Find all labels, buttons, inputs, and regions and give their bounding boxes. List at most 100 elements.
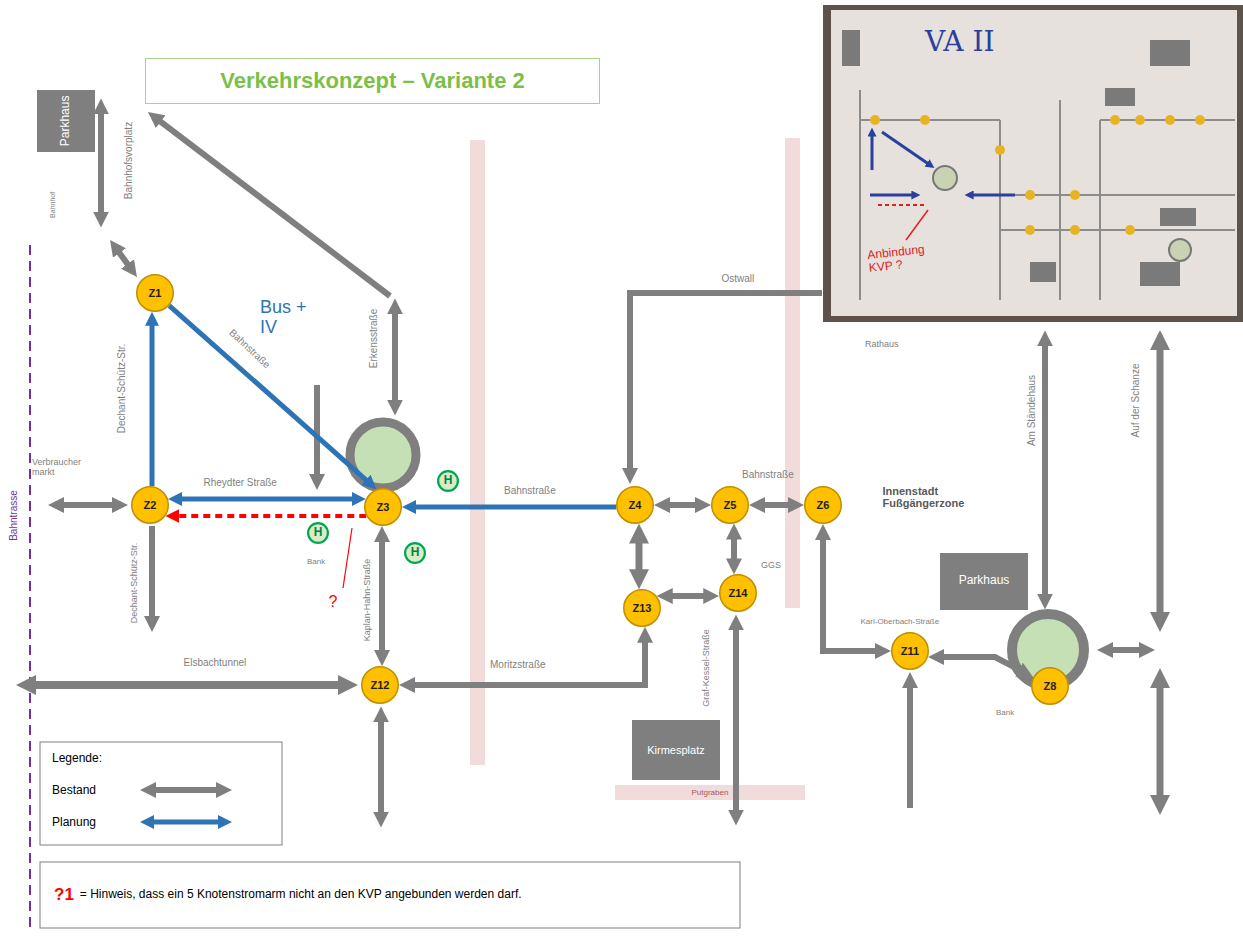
junction-circle: Z1 — [136, 274, 174, 312]
road-connector — [409, 636, 645, 685]
node-label: Parkhaus — [959, 574, 1010, 588]
road-arrow — [116, 248, 132, 269]
node-text-wrap: Parkhaus — [37, 90, 95, 152]
node-text-wrap: Z5 — [711, 486, 749, 524]
sketch-road — [1000, 194, 1235, 196]
legend-sample-line — [148, 820, 223, 825]
junction-circle: Z11 — [891, 632, 929, 670]
road-arrow — [98, 108, 104, 218]
bus-stop-circle: H — [307, 522, 329, 544]
street-label: Bahnstraße — [742, 469, 794, 480]
sketch-node-dot — [1125, 225, 1135, 235]
node-text-wrap: H — [437, 470, 459, 492]
junction-circle: Z14 — [719, 574, 757, 612]
sketch-building — [1105, 88, 1135, 106]
road-arrow — [28, 681, 346, 689]
road-arrow — [733, 624, 739, 816]
callout-mark: ? — [329, 593, 338, 611]
node-label: H — [314, 526, 323, 540]
sketch-arrow — [882, 132, 930, 165]
junction-circle-outline — [137, 275, 173, 311]
road-connector — [759, 502, 795, 508]
place-label: Rathaus — [865, 340, 899, 350]
sketch-roundabout — [933, 166, 957, 190]
sketch-node-dot — [995, 145, 1005, 155]
node-text-wrap: H — [404, 542, 426, 564]
road-connector — [938, 657, 1025, 673]
sketch-node-dot — [1135, 115, 1145, 125]
junction-circle-outline — [720, 575, 756, 611]
road-connector — [666, 593, 709, 599]
node-text-wrap: Z4 — [616, 486, 654, 524]
junction-circle-outline — [362, 667, 398, 703]
sketch-node-dot — [1110, 115, 1120, 125]
sketch-building — [1160, 208, 1196, 226]
connector-layer — [152, 306, 1025, 685]
node-label: Z6 — [817, 499, 830, 512]
planned-connector — [174, 514, 366, 518]
street-label: Am Ständehaus — [1026, 374, 1037, 445]
node-label: Z11 — [901, 645, 919, 658]
sketch-node-dot — [1025, 225, 1035, 235]
node-label: H — [411, 546, 420, 560]
sketch-road — [860, 90, 1235, 300]
place-label: Verbrauchermarkt — [32, 458, 88, 478]
bus-stop-circle-outline — [308, 523, 328, 543]
road-arrow — [630, 293, 822, 474]
pedestrian-band — [785, 138, 800, 608]
sketch-road — [1059, 100, 1061, 300]
place-label: Bahnhof — [49, 192, 57, 218]
street-label: Ostwall — [722, 273, 755, 284]
road-connector — [379, 536, 385, 657]
street-label: Karl-Oberbach-Straße — [861, 618, 940, 627]
street-label: Kaplan-Hahn-Straße — [363, 559, 373, 642]
node-label: H — [444, 474, 453, 488]
street-label: Graf-Kessel-Straße — [702, 629, 712, 707]
road-connector — [636, 536, 643, 578]
road-connector — [823, 534, 881, 651]
sketch-road — [1000, 229, 1235, 231]
node-label: Z3 — [377, 501, 390, 514]
street-label: Dechant-Schütz-Str. — [130, 543, 140, 624]
sketch-arrow — [878, 204, 925, 206]
title-box: Verkehrskonzept – Variante 2 — [145, 58, 600, 104]
node-text-wrap: Z1 — [136, 274, 174, 312]
roundabout — [350, 422, 416, 488]
sketch-roundabout — [1169, 239, 1191, 261]
junction-circle-outline — [892, 633, 928, 669]
node-text-wrap: Z6 — [804, 486, 842, 524]
bus-stop-circle-outline — [438, 471, 458, 491]
junction-circle-outline — [1032, 668, 1068, 704]
callout-number: ?1 — [54, 885, 74, 905]
junction-circle: Z12 — [361, 666, 399, 704]
sketch-building — [1150, 40, 1190, 66]
parking-garage-box: Parkhaus — [940, 553, 1028, 610]
pedestrian-band — [470, 140, 485, 765]
place-label: GGS — [761, 561, 781, 571]
bus-stop-circle: H — [437, 470, 459, 492]
pedestrian-band — [615, 785, 805, 800]
parking-garage-box: Parkhaus — [37, 90, 95, 152]
junction-circle: Z3 — [364, 488, 402, 526]
street-label: Erkensstraße — [368, 308, 379, 367]
place-label: Bank — [307, 558, 325, 567]
node-text-wrap: Z3 — [364, 488, 402, 526]
sketch-node-dot — [1025, 190, 1035, 200]
roundabout — [350, 422, 1084, 686]
node-text-wrap: H — [307, 522, 329, 544]
node-label: Z5 — [724, 499, 737, 512]
junction-circle: Z8 — [1031, 667, 1069, 705]
junction-circle-outline — [712, 487, 748, 523]
sketch-heading: VA II — [925, 27, 995, 58]
junction-circle: Z5 — [711, 486, 749, 524]
road-arrow — [1157, 680, 1164, 803]
junction-circle-outline — [805, 487, 841, 523]
bus-stop-circle: H — [404, 542, 426, 564]
sketch-node-dot — [1195, 115, 1205, 125]
mode-label: Bus + IV — [260, 298, 318, 338]
road-arrow — [149, 526, 155, 622]
junction-circle-outline — [624, 590, 660, 626]
node-text-wrap: Z8 — [1031, 667, 1069, 705]
planned-connector — [150, 320, 155, 486]
